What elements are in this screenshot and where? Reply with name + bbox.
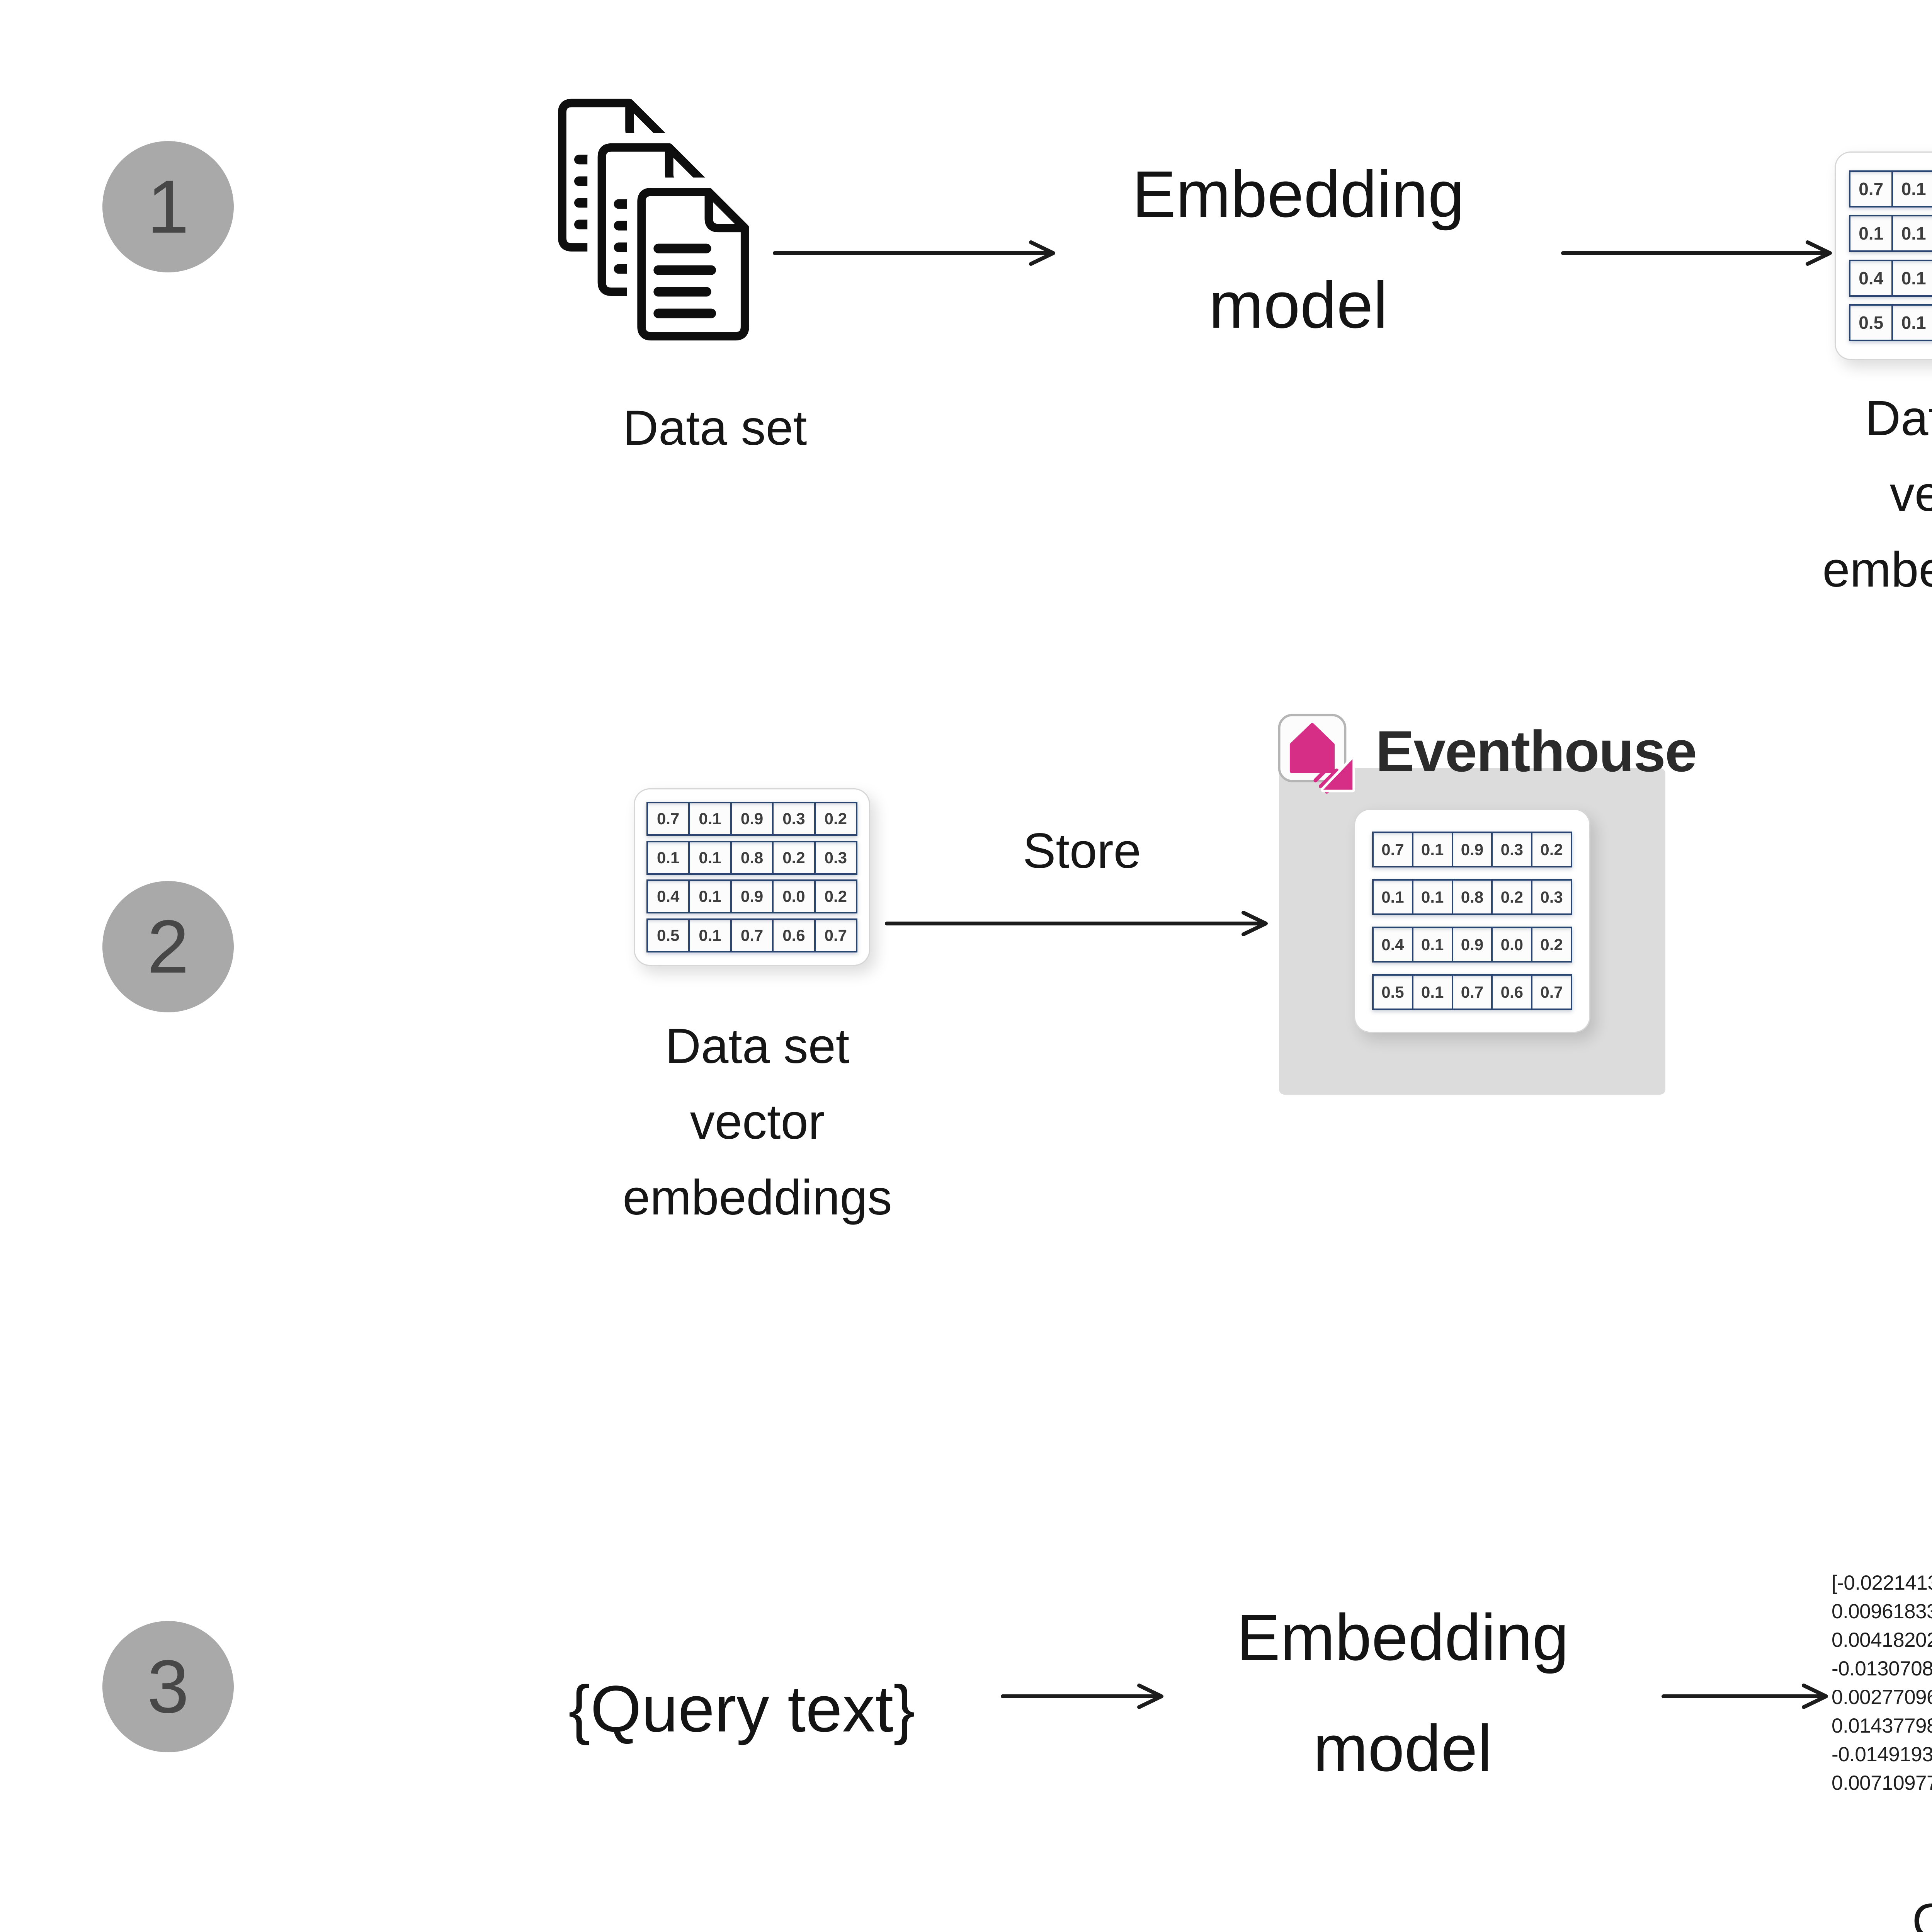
- arrow-model-to-vector-icon: [1662, 1684, 1828, 1709]
- arrow-dataset-to-model-icon: [773, 240, 1055, 266]
- matrix-cell: 0.1: [690, 920, 730, 951]
- embedding-model-label-step3: Embedding model: [1236, 1601, 1569, 1786]
- documents-icon: [553, 93, 769, 348]
- query-vector-values-step3: [-0.022141311317682266, -0.0193290878087…: [1832, 1571, 1932, 1794]
- matrix-cell: 0.1: [1893, 216, 1932, 251]
- matrix-cell: 0.1: [690, 842, 730, 873]
- arrow-store-icon: [885, 911, 1268, 936]
- matrix-cell: 0.7: [648, 803, 689, 834]
- matrix-cell: 0.0: [774, 881, 814, 912]
- matrix-row: 0.50.10.70.60.7: [1849, 304, 1932, 341]
- matrix-cell: 0.1: [1413, 881, 1452, 913]
- matrix-cell: 0.5: [1374, 976, 1412, 1009]
- embedding-model-label-step1: Embedding model: [1132, 158, 1465, 342]
- matrix-cell: 0.1: [1413, 928, 1452, 961]
- matrix-cell: 0.2: [1493, 881, 1531, 913]
- matrix-cell: 0.2: [1532, 928, 1571, 961]
- matrix-cell: 0.4: [648, 881, 689, 912]
- matrix-cell: 0.8: [731, 842, 772, 873]
- matrix-cell: 0.4: [1850, 261, 1892, 295]
- matrix-row: 0.70.10.90.30.2: [1849, 170, 1932, 207]
- matrix-cell: 0.1: [1893, 261, 1932, 295]
- dataset-label: Data set: [622, 400, 807, 456]
- matrix-cell: 0.3: [774, 803, 814, 834]
- matrix-cell: 0.7: [815, 920, 856, 951]
- matrix-cell: 0.1: [1850, 216, 1892, 251]
- matrix-cell: 0.2: [774, 842, 814, 873]
- matrix-cell: 0.1: [1374, 881, 1412, 913]
- step-1-badge: 1: [102, 141, 234, 272]
- matrix-cell: 0.3: [815, 842, 856, 873]
- arrow-model-to-embeddings-icon: [1561, 240, 1832, 266]
- matrix-cell: 0.1: [648, 842, 689, 873]
- matrix-row: 0.10.10.80.20.3: [1849, 215, 1932, 252]
- matrix-cell: 0.9: [1453, 928, 1492, 961]
- matrix-cell: 0.5: [1850, 305, 1892, 340]
- matrix-cell: 0.7: [1850, 172, 1892, 206]
- dataset-embeddings-label: Data set vector embeddings: [1822, 391, 1932, 597]
- step-number: 3: [147, 1645, 189, 1729]
- matrix-cell: 0.2: [1532, 833, 1571, 866]
- matrix-cell: 0.5: [648, 920, 689, 951]
- matrix-cell: 0.1: [1893, 172, 1932, 206]
- step-2-badge: 2: [102, 881, 234, 1012]
- matrix-cell: 0.1: [1413, 833, 1452, 866]
- eventhouse-icon: [1276, 712, 1355, 791]
- step-number: 1: [147, 165, 189, 249]
- matrix-cell: 0.9: [1453, 833, 1492, 866]
- query-vector-label-step3: Query vector embedding: [1912, 1894, 1932, 1932]
- step-3-badge: 3: [102, 1621, 234, 1752]
- matrix-cell: 0.2: [815, 803, 856, 834]
- matrix-cell: 0.9: [731, 803, 772, 834]
- matrix-cell: 0.3: [1532, 881, 1571, 913]
- matrix-cell: 0.1: [1413, 976, 1452, 1009]
- matrix-cell: 0.1: [690, 803, 730, 834]
- matrix-row: 0.40.10.90.00.2: [1849, 259, 1932, 297]
- step2-embeddings-label: Data set vector embeddings: [622, 1019, 892, 1225]
- eventhouse-title-step2: Eventhouse: [1376, 719, 1697, 784]
- matrix-cell: 0.9: [731, 881, 772, 912]
- matrix-cell: 0.7: [1374, 833, 1412, 866]
- matrix-cell: 0.2: [815, 881, 856, 912]
- matrix-cell: 0.6: [774, 920, 814, 951]
- matrix-cell: 0.7: [1532, 976, 1571, 1009]
- step-number: 2: [147, 905, 189, 989]
- arrow-query-to-model-icon: [1001, 1684, 1163, 1709]
- matrix-cell: 0.3: [1493, 833, 1531, 866]
- matrix-cell: 0.7: [1453, 976, 1492, 1009]
- dataset-embeddings-matrix: 0.70.10.90.30.2 0.10.10.80.20.3 0.40.10.90…: [1835, 151, 1932, 360]
- matrix-cell: 0.6: [1493, 976, 1531, 1009]
- matrix-cell: 0.0: [1493, 928, 1531, 961]
- query-text-label: {Query text}: [568, 1672, 915, 1746]
- matrix-cell: 0.7: [731, 920, 772, 951]
- matrix-cell: 0.8: [1453, 881, 1492, 913]
- matrix-cell: 0.4: [1374, 928, 1412, 961]
- matrix-cell: 0.1: [690, 881, 730, 912]
- store-arrow-label: Store: [1023, 823, 1141, 879]
- matrix-cell: 0.1: [1893, 305, 1932, 340]
